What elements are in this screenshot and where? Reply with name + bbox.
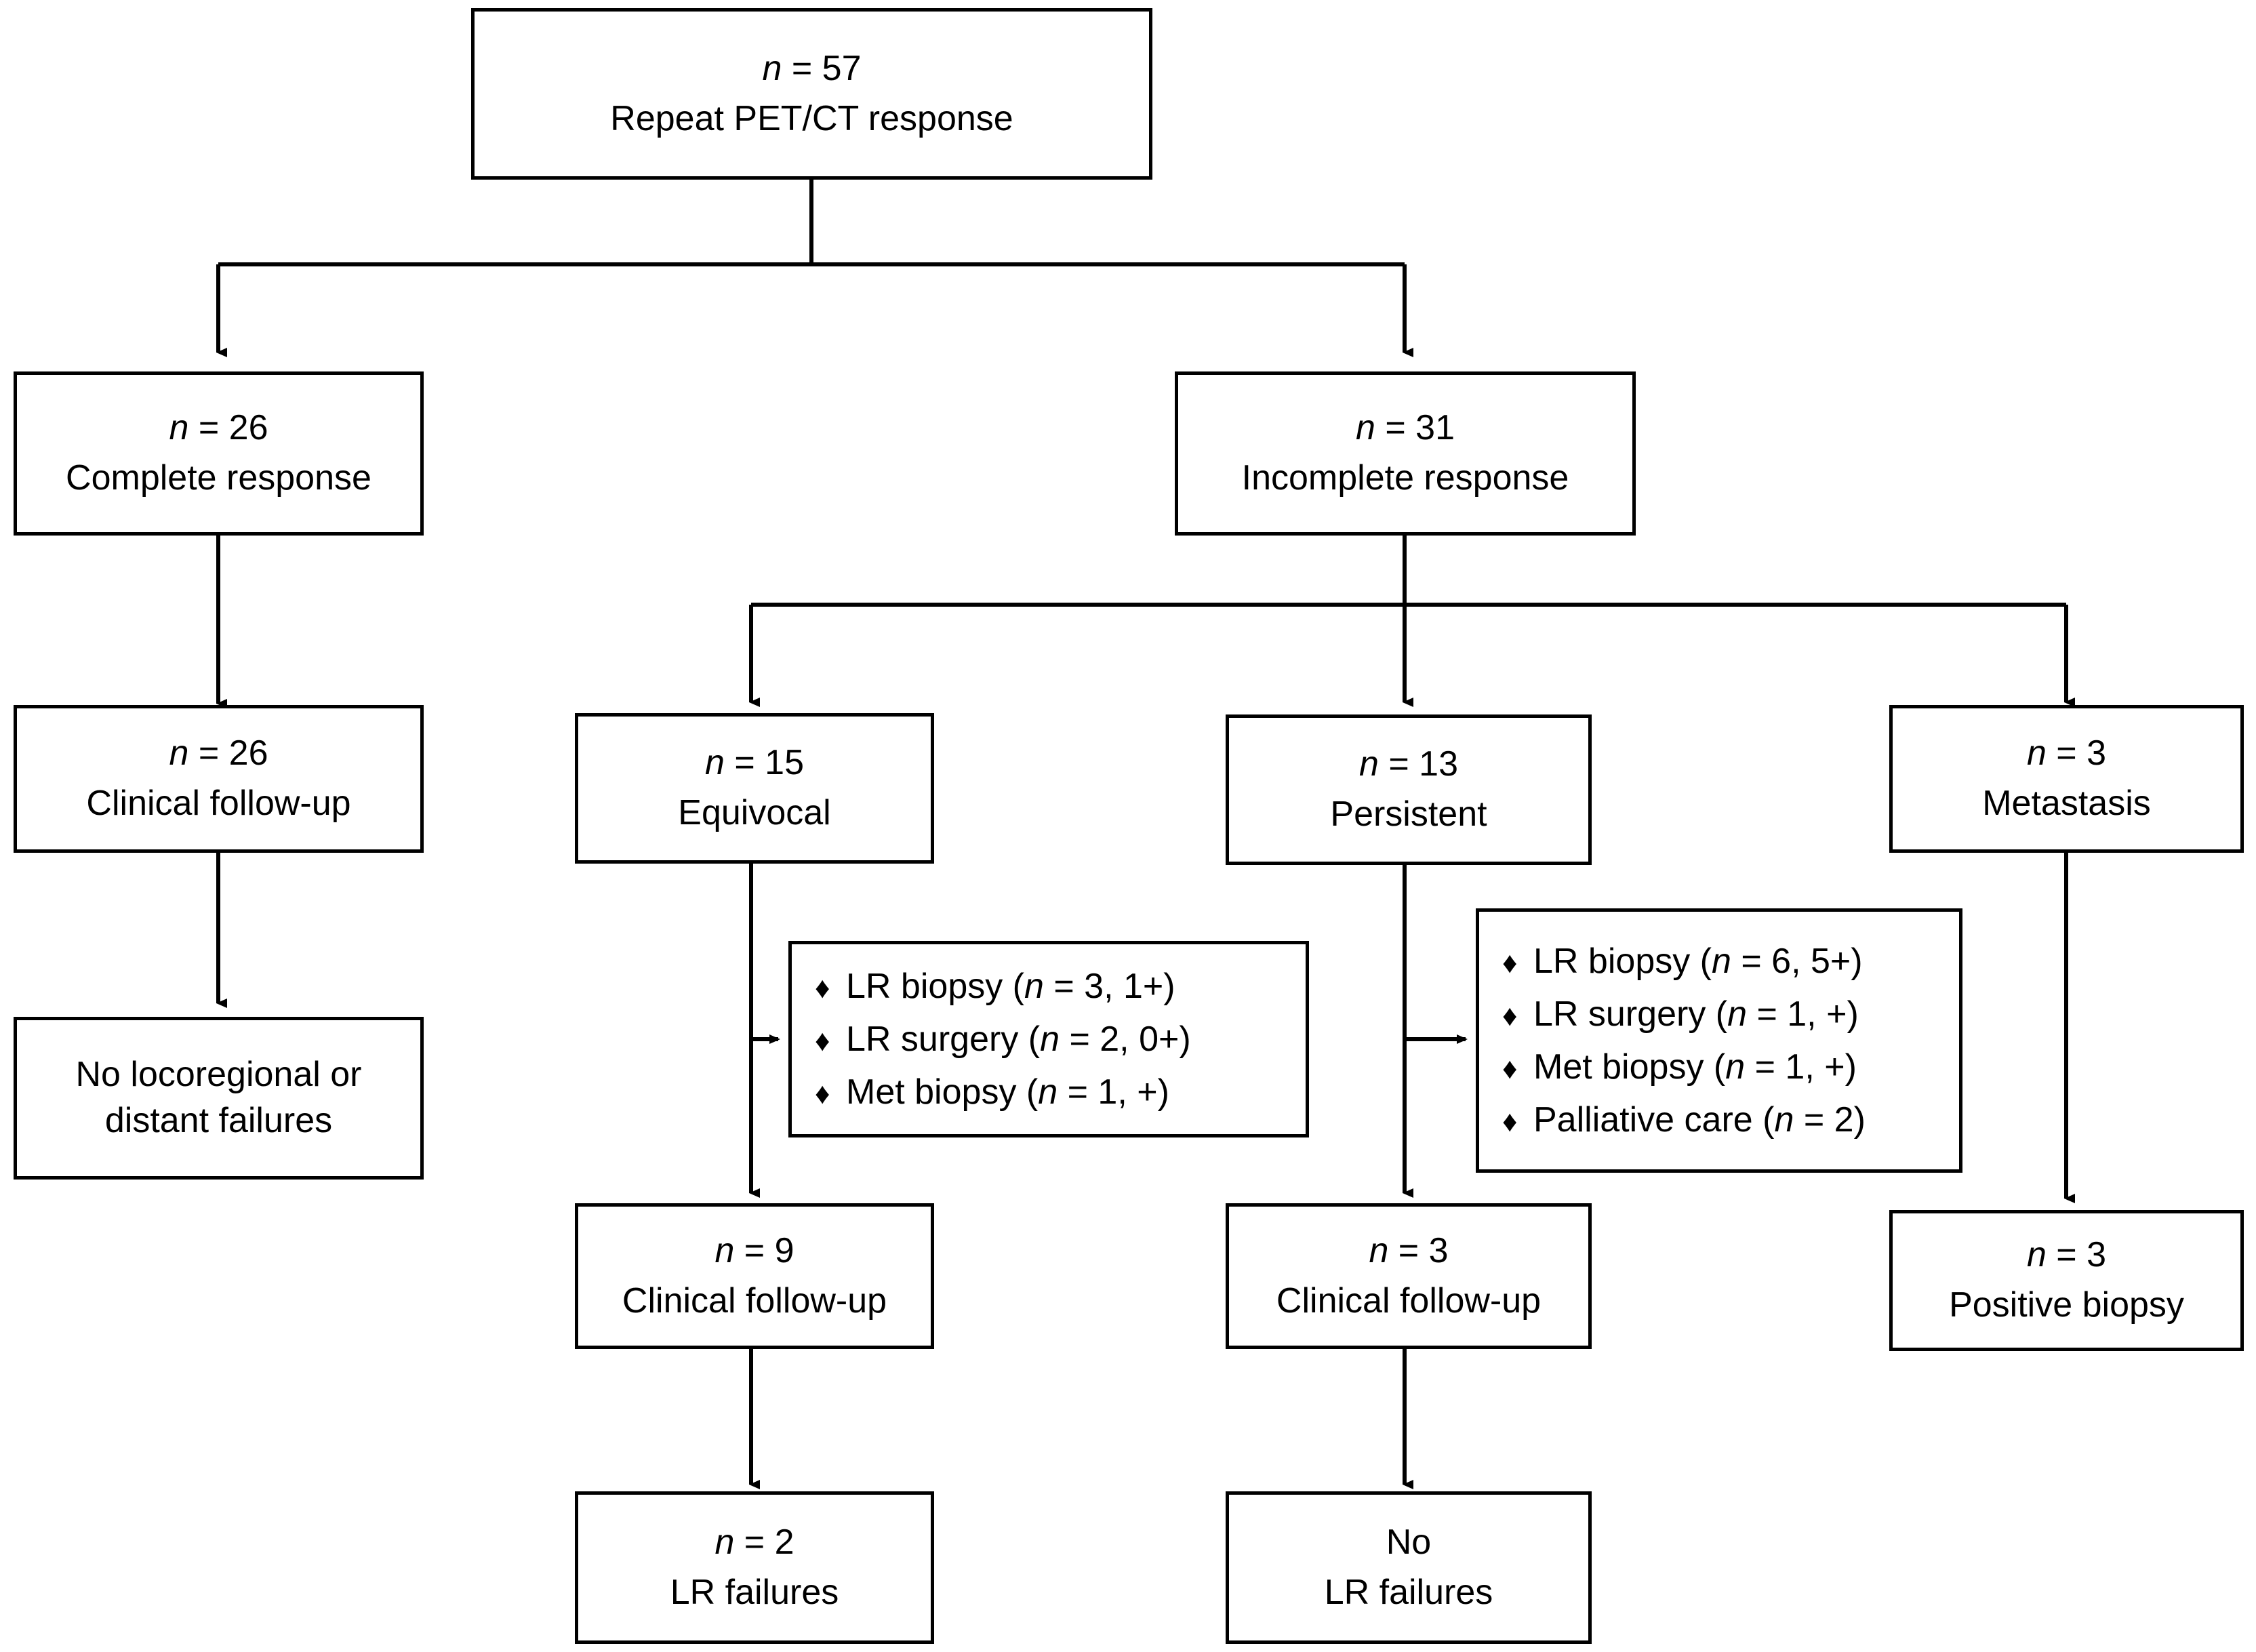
node-complete-response-label: Complete response — [66, 458, 371, 498]
node-positive-biopsy-label: Positive biopsy — [1949, 1285, 2184, 1325]
node-positive-biopsy[interactable]: n = 3 Positive biopsy — [1889, 1210, 2244, 1351]
diamond-bullet-icon: ♦ — [1502, 1105, 1518, 1138]
list-item: ♦ LR surgery (n = 2, 0+) — [815, 1019, 1288, 1060]
diamond-bullet-icon: ♦ — [1502, 1052, 1518, 1085]
node-incomplete-response-label: Incomplete response — [1241, 458, 1569, 498]
list-item-label: LR surgery (n = 1, +) — [1533, 994, 1859, 1034]
list-item: ♦ LR biopsy (n = 6, 5+) — [1502, 941, 1941, 982]
node-persistent[interactable]: n = 13 Persistent — [1226, 714, 1592, 865]
list-item-label: Palliative care (n = 2) — [1533, 1100, 1866, 1140]
node-equivocal-followup-label: Clinical follow-up — [622, 1281, 887, 1321]
list-item: ♦ LR surgery (n = 1, +) — [1502, 994, 1941, 1034]
diamond-bullet-icon: ♦ — [815, 971, 830, 1005]
node-root-label: Repeat PET/CT response — [610, 98, 1013, 138]
node-persistent-followup-label: Clinical follow-up — [1276, 1281, 1542, 1321]
node-persistent-lr-failures-line1: No — [1386, 1522, 1432, 1562]
node-equivocal-followup[interactable]: n = 9 Clinical follow-up — [575, 1203, 934, 1349]
node-no-failures[interactable]: No locoregional or distant failures — [14, 1017, 424, 1180]
list-equivocal-workup[interactable]: ♦ LR biopsy (n = 3, 1+) ♦ LR surgery (n … — [788, 941, 1309, 1137]
node-complete-response-count: n = 26 — [169, 408, 268, 448]
node-incomplete-response-count: n = 31 — [1355, 408, 1455, 448]
node-equivocal-lr-failures[interactable]: n = 2 LR failures — [575, 1491, 934, 1644]
node-cr-followup-label: Clinical follow-up — [86, 784, 351, 823]
node-root-count: n = 57 — [762, 48, 862, 88]
node-equivocal-label: Equivocal — [678, 793, 831, 832]
node-equivocal[interactable]: n = 15 Equivocal — [575, 713, 934, 864]
node-persistent-lr-failures[interactable]: No LR failures — [1226, 1491, 1592, 1644]
node-cr-followup[interactable]: n = 26 Clinical follow-up — [14, 705, 424, 853]
node-complete-response[interactable]: n = 26 Complete response — [14, 371, 424, 536]
list-item: ♦ Met biopsy (n = 1, +) — [1502, 1047, 1941, 1087]
list-item-label: LR biopsy (n = 3, 1+) — [846, 967, 1175, 1006]
node-metastasis-count: n = 3 — [2026, 733, 2107, 773]
list-item-label: LR surgery (n = 2, 0+) — [846, 1020, 1191, 1059]
node-persistent-lr-failures-line2: LR failures — [1324, 1572, 1493, 1612]
node-equivocal-followup-count: n = 9 — [714, 1230, 794, 1270]
node-equivocal-lr-failures-label: LR failures — [670, 1572, 839, 1612]
list-item-label: Met biopsy (n = 1, +) — [1533, 1047, 1857, 1087]
diamond-bullet-icon: ♦ — [815, 1024, 830, 1057]
list-persistent-workup[interactable]: ♦ LR biopsy (n = 6, 5+) ♦ LR surgery (n … — [1476, 908, 1962, 1173]
node-persistent-followup-count: n = 3 — [1369, 1230, 1449, 1270]
diamond-bullet-icon: ♦ — [1502, 999, 1518, 1032]
diamond-bullet-icon: ♦ — [815, 1077, 830, 1110]
node-metastasis[interactable]: n = 3 Metastasis — [1889, 705, 2244, 853]
node-equivocal-lr-failures-count: n = 2 — [714, 1522, 794, 1562]
list-item-label: LR biopsy (n = 6, 5+) — [1533, 942, 1863, 981]
list-item: ♦ Palliative care (n = 2) — [1502, 1100, 1941, 1140]
node-positive-biopsy-count: n = 3 — [2026, 1235, 2107, 1275]
list-item-label: Met biopsy (n = 1, +) — [846, 1072, 1169, 1112]
node-metastasis-label: Metastasis — [1982, 784, 2151, 823]
node-persistent-label: Persistent — [1330, 794, 1487, 834]
node-no-failures-line2: distant failures — [104, 1101, 333, 1140]
node-persistent-count: n = 13 — [1358, 744, 1459, 784]
list-item: ♦ LR biopsy (n = 3, 1+) — [815, 966, 1288, 1007]
node-equivocal-count: n = 15 — [704, 743, 805, 783]
node-no-failures-line1: No locoregional or — [75, 1055, 362, 1095]
list-item: ♦ Met biopsy (n = 1, +) — [815, 1072, 1288, 1112]
node-root[interactable]: n = 57 Repeat PET/CT response — [471, 8, 1152, 180]
node-persistent-followup[interactable]: n = 3 Clinical follow-up — [1226, 1203, 1592, 1349]
diamond-bullet-icon: ♦ — [1502, 946, 1518, 980]
node-cr-followup-count: n = 26 — [169, 733, 268, 773]
node-incomplete-response[interactable]: n = 31 Incomplete response — [1175, 371, 1636, 536]
